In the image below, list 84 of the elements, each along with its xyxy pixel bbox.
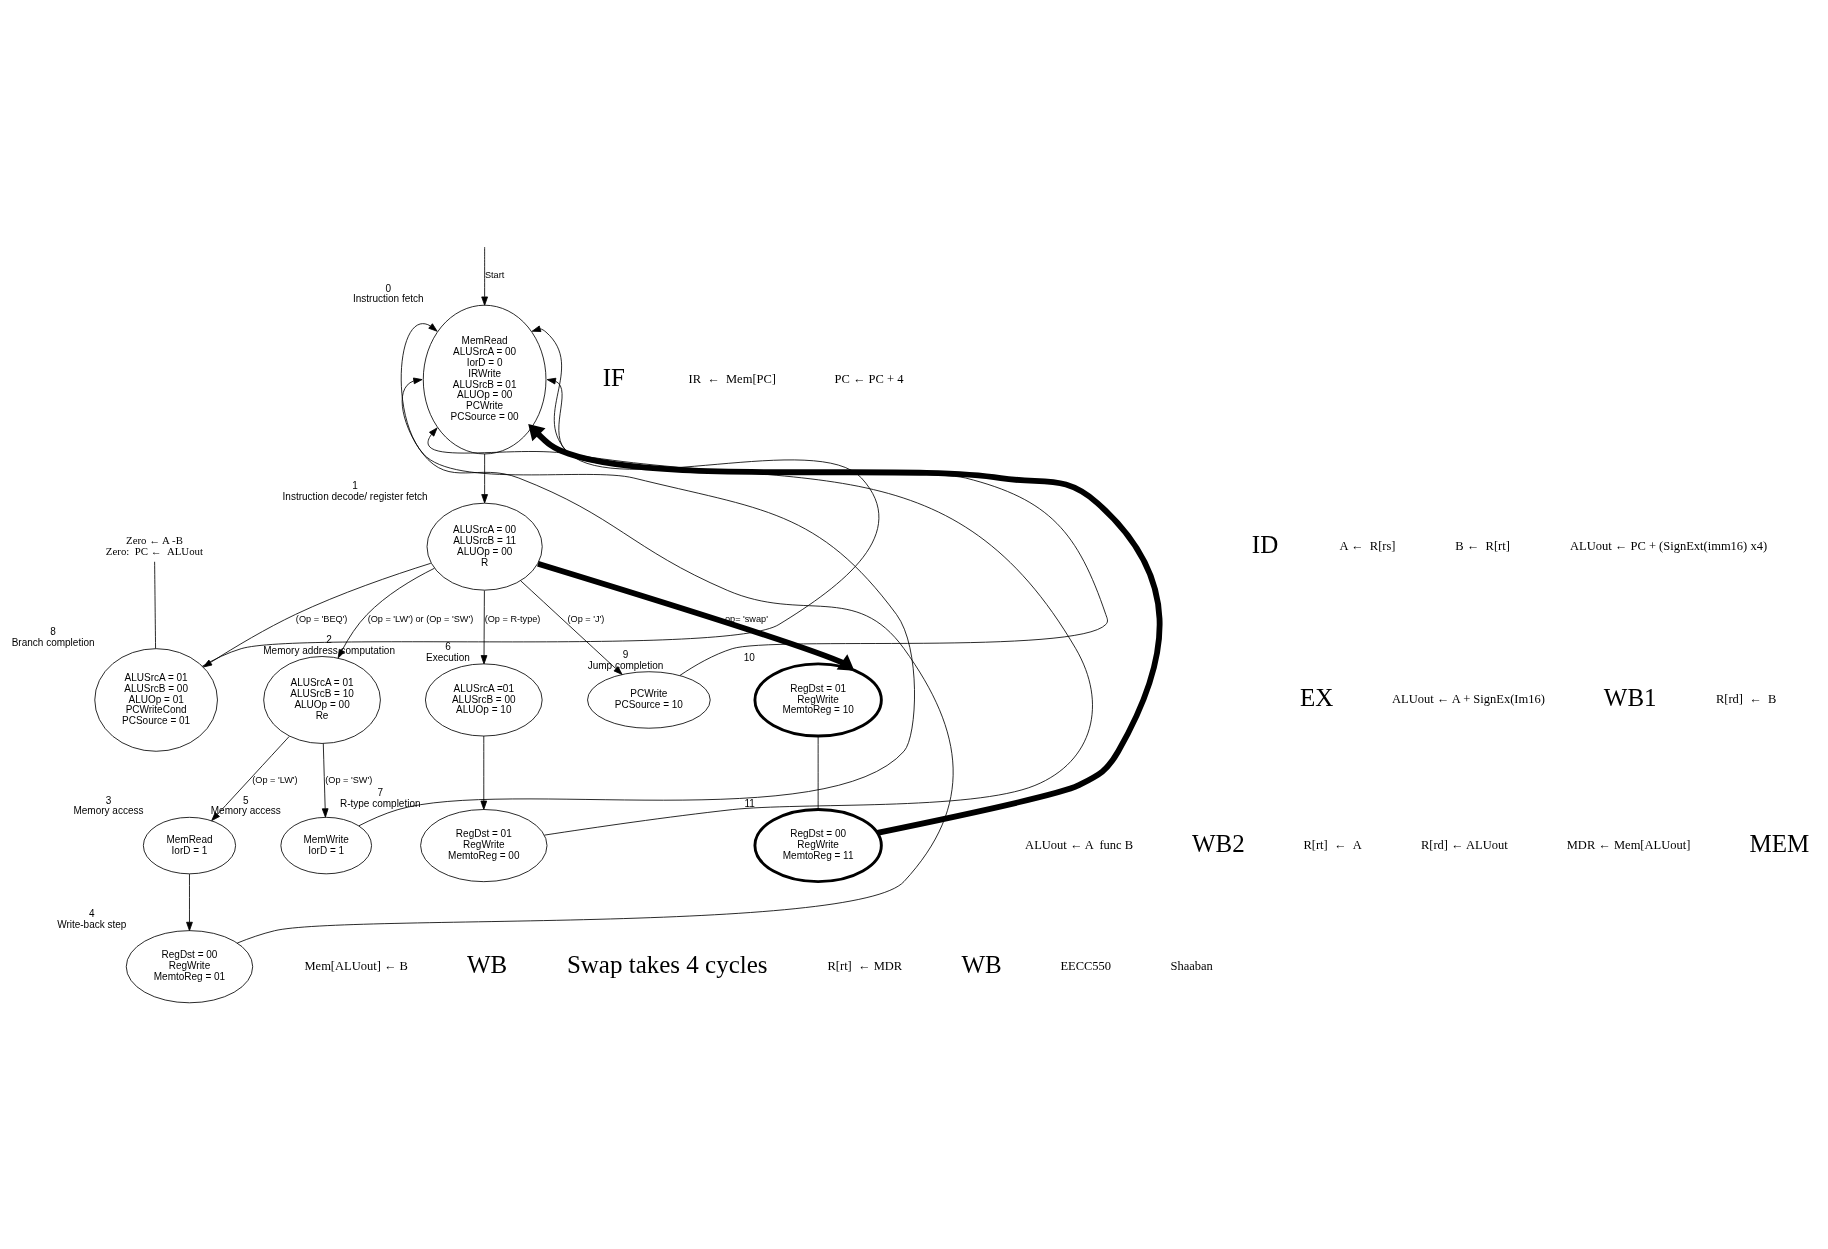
node-label: Jump completion bbox=[587, 659, 664, 671]
label: WB bbox=[466, 950, 508, 978]
arrow bbox=[201, 325, 880, 667]
label: B ← R[rt] bbox=[1455, 538, 1510, 553]
label: WB1 bbox=[1603, 684, 1657, 712]
arrow bbox=[236, 377, 954, 944]
connector bbox=[154, 561, 156, 649]
label: EECC550 bbox=[1060, 958, 1112, 973]
edge-label: (Op = 'J') bbox=[567, 613, 605, 624]
arrow bbox=[480, 590, 488, 665]
arrow bbox=[480, 735, 488, 810]
arrow bbox=[358, 323, 915, 827]
label: MDR ← Mem[ALUout] bbox=[1566, 837, 1691, 852]
label: EX bbox=[1300, 684, 1334, 712]
arrow bbox=[427, 427, 1093, 836]
edge-label: Start bbox=[484, 270, 505, 281]
label: ID bbox=[1251, 530, 1279, 558]
edge-label: (Op = 'LW') or (Op = 'SW') bbox=[367, 613, 474, 624]
node-label: 8 bbox=[50, 626, 56, 637]
arrow bbox=[481, 246, 488, 306]
node-label: 11 bbox=[744, 797, 755, 809]
node-ellipse: RegDst = 00 RegWrite MemtoReg = 01 bbox=[125, 930, 254, 1004]
node-ellipse: RegDst = 01 RegWrite MemtoReg = 00 bbox=[420, 809, 548, 883]
node-label: Write-back step bbox=[57, 918, 127, 930]
node-label: 0 bbox=[385, 282, 392, 294]
edge-label: (Op = 'SW') bbox=[325, 774, 373, 785]
node-label: Instruction decode/ register fetch bbox=[282, 491, 428, 503]
node-ellipse: ALUSrcA = 00 ALUSrcB = 11 ALUOp = 00 R bbox=[426, 502, 543, 591]
node-ellipse: PCWrite PCSource = 10 bbox=[587, 671, 711, 729]
node-ellipse: ALUSrcA = 01 ALUSrcB = 10 ALUOp = 00 Re bbox=[263, 656, 381, 744]
arrow bbox=[321, 743, 329, 818]
label: R[rd] ← ALUout bbox=[1420, 837, 1508, 852]
label: A ← R[rs] bbox=[1339, 538, 1396, 553]
arrow bbox=[520, 580, 623, 675]
node-label: R-type completion bbox=[339, 797, 421, 809]
node-label: 4 bbox=[89, 908, 95, 920]
arrow bbox=[186, 873, 193, 931]
edge-label: (Op = 'LW') bbox=[252, 774, 298, 785]
node-ellipse: MemRead IorD = 1 bbox=[142, 816, 236, 875]
label: Mem[ALUout] ← B bbox=[304, 958, 408, 973]
node-label: Memory address computation bbox=[263, 644, 395, 656]
arrow bbox=[481, 453, 488, 504]
arrow bbox=[546, 377, 1108, 676]
node-label: 1 bbox=[352, 480, 358, 492]
node-label: 7 bbox=[377, 786, 384, 798]
label: WB bbox=[961, 950, 1002, 978]
node-label: 10 bbox=[743, 652, 755, 664]
node-ellipse: ALUSrcA = 01 ALUSrcB = 00 ALUOp = 01 PCWriteCond PCSource = 01 bbox=[94, 648, 218, 752]
label: Swap takes 4 cycles bbox=[566, 950, 768, 978]
label: ALUout ← PC + (SignExt(imm16) x4) bbox=[1570, 538, 1768, 553]
node-label: 3 bbox=[105, 794, 112, 806]
node-text: Zero ← A -B Zero: PC ← ALUout bbox=[105, 533, 204, 558]
label: ALUout ← A func B bbox=[1025, 837, 1134, 852]
node-label: Instruction fetch bbox=[353, 293, 424, 305]
arrow bbox=[211, 735, 290, 822]
label: R[rt] ← A bbox=[1303, 837, 1362, 852]
node-label: Execution bbox=[425, 652, 470, 664]
label: R[rd] ← B bbox=[1715, 691, 1777, 706]
arrow bbox=[528, 423, 1163, 836]
node-label: 6 bbox=[445, 641, 451, 653]
label: MEM bbox=[1749, 829, 1810, 857]
edge-label: (Op = R-type) bbox=[484, 613, 541, 624]
label: IR ← Mem[PC] bbox=[688, 371, 777, 386]
node-ellipse: RegDst = 00 RegWrite MemtoReg = 11 bbox=[753, 808, 883, 884]
node-label: 5 bbox=[243, 794, 249, 806]
label: ALUout ← A + SignEx(Im16) bbox=[1392, 691, 1545, 706]
arrow bbox=[203, 562, 432, 668]
arrow bbox=[537, 560, 855, 671]
node-ellipse: RegDst = 01 RegWrite MemtoReg = 10 bbox=[753, 662, 883, 738]
label: Shaaban bbox=[1170, 958, 1213, 973]
node-ellipse: MemWrite IorD = 1 bbox=[280, 816, 372, 875]
node-ellipse: ALUSrcA =01 ALUSrcB = 00 ALUOp = 10 bbox=[425, 663, 543, 737]
label: IF bbox=[602, 363, 625, 391]
node-label: Memory access bbox=[210, 805, 281, 817]
connector bbox=[817, 735, 819, 810]
label: R[rt] ← MDR bbox=[827, 958, 903, 973]
label: PC ← PC + 4 bbox=[834, 371, 904, 386]
edge-label: (Op = 'BEQ') bbox=[295, 613, 348, 624]
label: WB2 bbox=[1191, 829, 1245, 857]
node-label: 2 bbox=[326, 633, 332, 645]
node-label: Memory access bbox=[73, 805, 144, 817]
node-label: Branch completion bbox=[11, 636, 95, 648]
node-label: 9 bbox=[622, 649, 629, 660]
arrow bbox=[337, 567, 435, 659]
